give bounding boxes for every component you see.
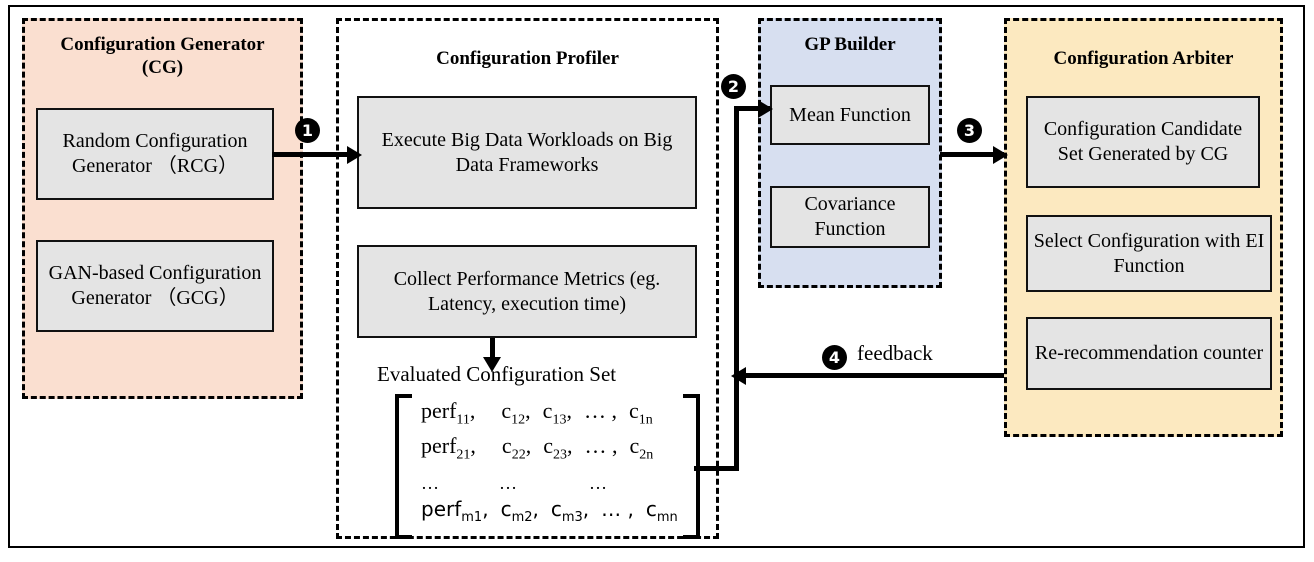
badge-step-4: 4 — [822, 345, 847, 370]
box-random-configuration-generator[interactable]: Random Configuration Generator （RCG） — [36, 108, 274, 200]
matrix-row-ellipsis: ……… — [421, 473, 607, 493]
arrow-1-head — [347, 146, 362, 164]
panel-cg-title-line2: (CG) — [141, 57, 184, 78]
matrix-left-bracket — [395, 394, 412, 539]
panel-configuration-generator: Configuration Generator (CG) — [22, 18, 303, 399]
matrix-row-m: perfm1,cm2,cm3,… ,cmn — [421, 497, 678, 525]
arrow-1-line — [272, 152, 358, 157]
box-select-configuration-ei[interactable]: Select Configuration with EI Function — [1026, 215, 1272, 292]
box-collect-performance-metrics[interactable]: Collect Performance Metrics (eg. Latency… — [357, 245, 697, 338]
label-evaluated-configuration-set: Evaluated Configuration Set — [377, 362, 617, 386]
panel-cg-title-line1: Configuration Generator — [60, 34, 265, 55]
arrow-collect-to-evalset-head — [483, 357, 501, 372]
arrow-collect-to-evalset-line — [490, 338, 495, 360]
arrow-4-line — [746, 373, 1004, 378]
box-mean-function[interactable]: Mean Function — [770, 85, 930, 145]
panel-profiler-title: Configuration Profiler — [436, 48, 619, 69]
panel-arbiter-title: Configuration Arbiter — [1053, 48, 1234, 69]
matrix-row-2: perf21,c22,c23,… ,c2n — [421, 433, 654, 463]
panel-gp-title: GP Builder — [804, 34, 896, 55]
badge-step-1: 1 — [295, 118, 320, 143]
label-feedback: feedback — [857, 341, 933, 365]
evaluated-configuration-matrix: perf11,c12,c13,… ,c1n perf21,c22,c23,… ,… — [395, 394, 700, 539]
badge-step-3: 3 — [957, 118, 982, 143]
box-gan-based-configuration-generator[interactable]: GAN-based Configuration Generator （GCG） — [36, 240, 274, 332]
arrow-3-head — [993, 146, 1008, 164]
box-configuration-candidate-set[interactable]: Configuration Candidate Set Generated by… — [1026, 96, 1260, 188]
box-execute-big-data-workloads[interactable]: Execute Big Data Workloads on Big Data F… — [357, 96, 697, 209]
arrow-3-line — [940, 152, 1004, 157]
arrow-2-segment-from-matrix — [694, 466, 739, 471]
arrow-2-segment-vertical — [734, 106, 739, 470]
box-re-recommendation-counter[interactable]: Re-recommendation counter — [1026, 317, 1272, 390]
badge-step-2: 2 — [721, 74, 746, 99]
box-covariance-function[interactable]: Covariance Function — [770, 186, 930, 248]
arrow-2-segment-to-mean — [734, 106, 770, 111]
arrow-4-head — [731, 367, 746, 385]
arrow-2-head — [758, 100, 773, 118]
matrix-row-1: perf11,c12,c13,… ,c1n — [421, 398, 653, 428]
